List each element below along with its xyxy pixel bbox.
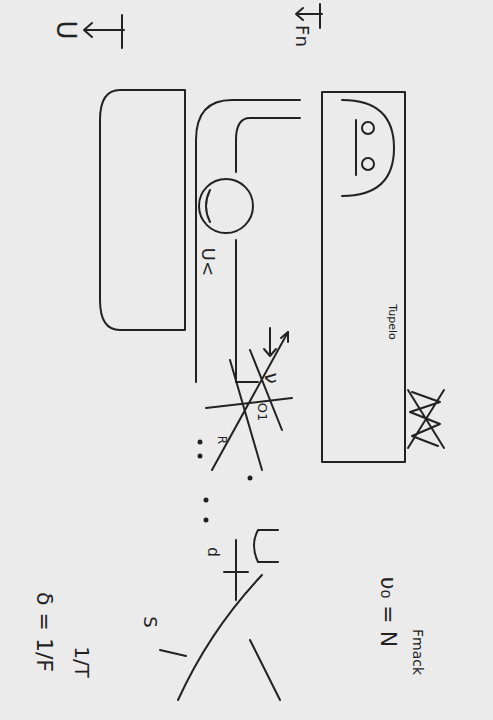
stroke (160, 640, 280, 700)
bracket (254, 530, 278, 562)
small-circle (362, 122, 374, 134)
sketch-label: υ₀ = N (377, 577, 399, 647)
channel-wall (236, 118, 300, 382)
graph-lines (206, 332, 292, 470)
sketch-label: Tupelo (387, 304, 398, 340)
arc (178, 575, 262, 700)
sketch-label: R (216, 436, 228, 444)
sketch-label: U (53, 20, 79, 39)
roller-circle (199, 179, 253, 233)
dot (205, 499, 208, 502)
sketch-label: d (205, 547, 220, 557)
bump-detail (355, 120, 357, 175)
force-arrow (296, 4, 322, 28)
dot (199, 441, 202, 444)
crossed-scribble (408, 390, 444, 448)
sketch-label: δ = 1/F (33, 592, 55, 672)
small-circle (362, 158, 374, 170)
force-arrow (84, 15, 124, 48)
sketch-label: O1 (256, 403, 269, 422)
dot (249, 477, 252, 480)
sketch-label: 1/T (72, 646, 92, 678)
sketch-label: Fmack (411, 629, 425, 675)
dot (199, 455, 202, 458)
dot (205, 519, 208, 522)
velocity-arrow (264, 328, 276, 356)
block (100, 90, 185, 330)
sketch-label: Fn (293, 25, 311, 47)
sketch-label: S (141, 616, 159, 627)
sketch-label: ν (262, 372, 282, 383)
roller-detail (206, 190, 210, 222)
bump-outline (342, 100, 394, 196)
stroke (224, 540, 248, 600)
sketch-label: U< (199, 248, 217, 276)
graph-arrow (281, 332, 288, 342)
block (322, 92, 405, 462)
